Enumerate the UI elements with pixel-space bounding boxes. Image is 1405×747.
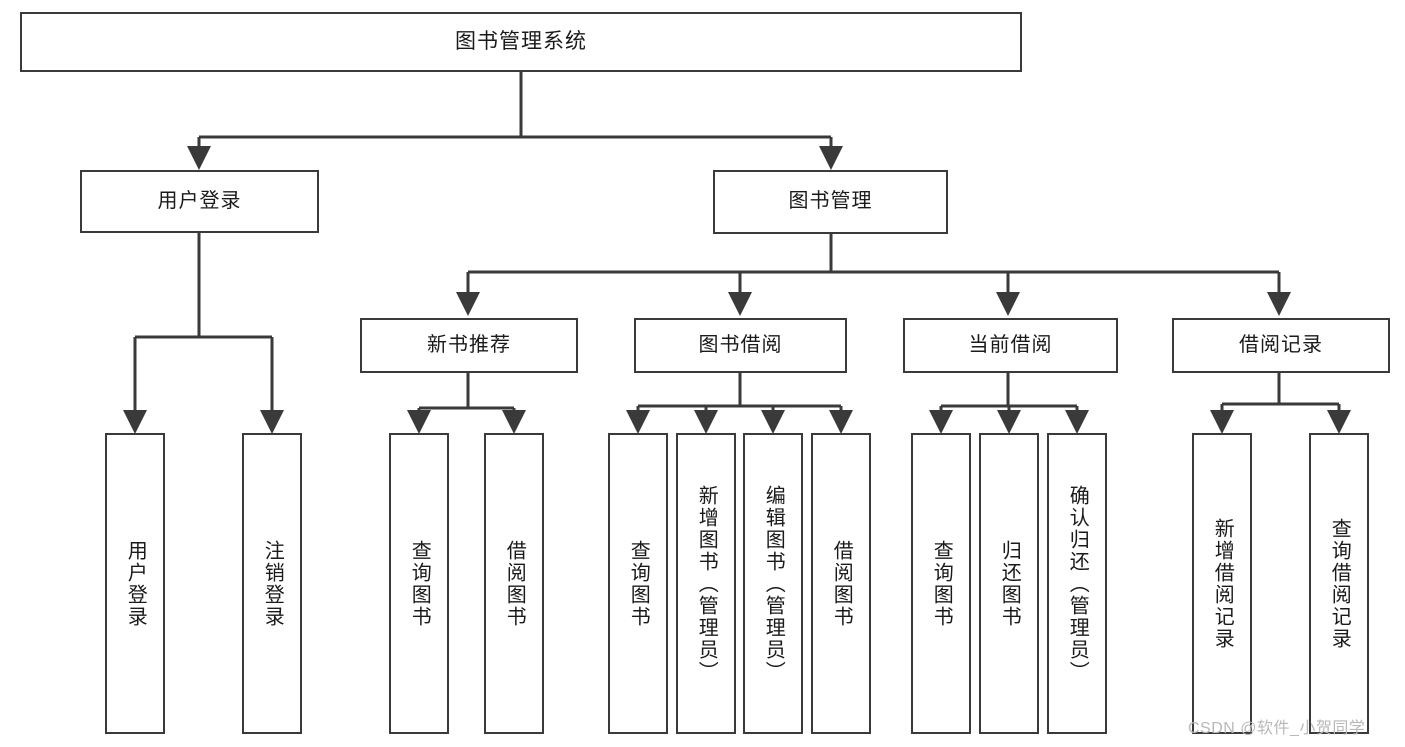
leaf-bookborrow-borrow-book-label: 借阅图书 [830, 539, 853, 628]
leaf-user-login[interactable]: 用户登录 [105, 433, 165, 734]
node-user-login[interactable]: 用户登录 [80, 170, 319, 233]
leaf-bookborrow-borrow-book[interactable]: 借阅图书 [811, 433, 871, 734]
leaf-record-add-borrow-record[interactable]: 新增借阅记录 [1192, 433, 1252, 734]
leaf-bookborrow-query-book[interactable]: 查询图书 [608, 433, 668, 734]
leaf-currentborrow-query-book[interactable]: 查询图书 [911, 433, 971, 734]
node-current-borrow[interactable]: 当前借阅 [903, 318, 1118, 373]
leaf-currentborrow-confirm-return-admin[interactable]: 确认归还（管理员） [1047, 433, 1107, 734]
leaf-currentborrow-query-book-label: 查询图书 [930, 539, 953, 628]
node-book-borrow-label: 图书借阅 [698, 333, 783, 356]
leaf-bookborrow-edit-book-admin[interactable]: 编辑图书（管理员） [743, 433, 803, 734]
csdn-watermark: CSDN @软件_小贺同学 [1188, 720, 1366, 737]
leaf-newbook-borrow-book[interactable]: 借阅图书 [484, 433, 544, 734]
node-new-book-recommend-label: 新书推荐 [427, 333, 511, 356]
node-user-login-label: 用户登录 [157, 189, 242, 212]
leaf-user-login-label: 用户登录 [124, 539, 147, 628]
leaf-currentborrow-confirm-return-admin-label: 确认归还（管理员） [1066, 484, 1089, 683]
leaf-record-query-borrow-record-label: 查询借阅记录 [1328, 517, 1351, 650]
node-root[interactable]: 图书管理系统 [20, 12, 1022, 72]
leaf-newbook-borrow-book-label: 借阅图书 [503, 539, 526, 628]
leaf-bookborrow-query-book-label: 查询图书 [627, 539, 650, 628]
leaf-bookborrow-edit-book-admin-label: 编辑图书（管理员） [762, 484, 785, 683]
node-book-management-label: 图书管理 [788, 190, 873, 213]
leaf-bookborrow-add-book-admin[interactable]: 新增图书（管理员） [676, 433, 736, 734]
node-new-book-recommend[interactable]: 新书推荐 [360, 318, 578, 373]
leaf-record-add-borrow-record-label: 新增借阅记录 [1211, 517, 1234, 650]
leaf-logout-label: 注销登录 [261, 539, 284, 628]
node-book-borrow[interactable]: 图书借阅 [634, 318, 847, 373]
node-root-label: 图书管理系统 [455, 29, 587, 53]
leaf-record-query-borrow-record[interactable]: 查询借阅记录 [1309, 433, 1369, 734]
node-current-borrow-label: 当前借阅 [968, 333, 1053, 356]
leaf-newbook-query-book-label: 查询图书 [408, 539, 431, 628]
node-borrow-record-label: 借阅记录 [1239, 333, 1323, 356]
node-book-management[interactable]: 图书管理 [713, 170, 948, 234]
node-borrow-record[interactable]: 借阅记录 [1172, 318, 1390, 373]
leaf-logout[interactable]: 注销登录 [242, 433, 302, 734]
leaf-currentborrow-return-book-label: 归还图书 [998, 539, 1021, 628]
leaf-bookborrow-add-book-admin-label: 新增图书（管理员） [695, 484, 718, 683]
leaf-currentborrow-return-book[interactable]: 归还图书 [979, 433, 1039, 734]
leaf-newbook-query-book[interactable]: 查询图书 [389, 433, 449, 734]
